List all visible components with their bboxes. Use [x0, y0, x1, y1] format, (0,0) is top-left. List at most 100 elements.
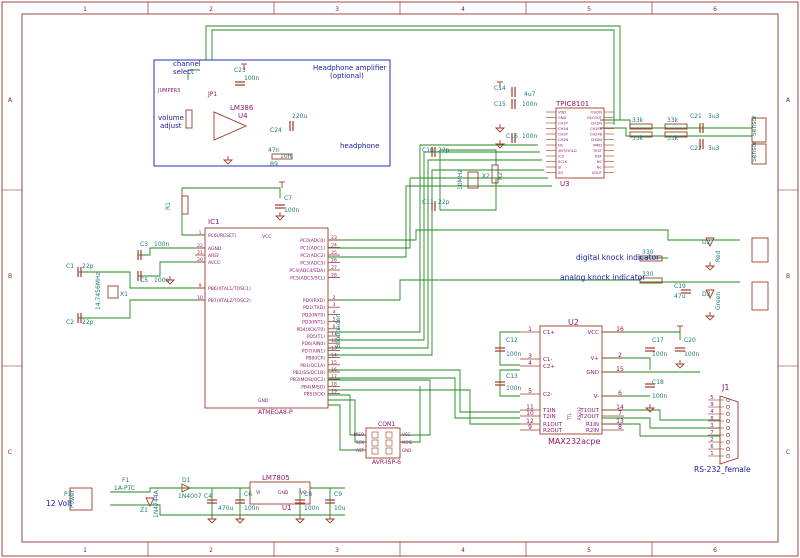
frame-col-top: 1	[83, 6, 87, 13]
max232-pin-name: C1-	[543, 357, 552, 363]
isp-pin-name: SCK	[356, 440, 364, 445]
db9-pin-num: 6	[710, 444, 713, 450]
db9-pin-num: 7	[710, 430, 713, 436]
atmega-pin-name: PD0(RXD)	[303, 298, 325, 304]
db9-pin-num: 4	[710, 409, 713, 415]
tpic-pin-name: NC	[597, 166, 603, 170]
atmega-pin-num: 17	[331, 374, 337, 380]
lm386-body	[213, 111, 248, 141]
frame-col-top: 4	[461, 6, 465, 13]
frame-col-bottom: 1	[83, 547, 87, 554]
frame-col-bottom: 4	[461, 547, 465, 554]
tpic-pin-name: TEST	[592, 149, 603, 153]
atmega-pin-name: PC1(ADC1)	[300, 246, 325, 252]
atmega-pin-name: PB1(OC1A)	[300, 363, 325, 369]
atmega-pin-num: 11	[331, 331, 337, 337]
frame-col-bottom: 3	[335, 547, 339, 554]
max232-pin-num: 1	[528, 326, 532, 333]
frame-col-bottom: 2	[209, 547, 213, 554]
max232-pin-name: C1+	[543, 330, 555, 336]
atmega-pin-name: PC5(ADC5/SCL)	[290, 276, 325, 282]
isp-pin-name: MOSI	[402, 440, 412, 445]
max232-pin-num: 12	[526, 418, 534, 425]
tpic-pin-name: /INT/HOLD	[558, 149, 577, 153]
atmega-pin-num: 1	[199, 230, 202, 236]
atmega-gnd: GND	[258, 398, 269, 404]
atmega-pin-num: 19	[331, 389, 337, 395]
atmega-pin-name: PD1(TXD)	[303, 305, 325, 311]
max232-pin-name: GND	[586, 370, 599, 376]
max232-pin-num: 4	[528, 360, 532, 367]
atmega-pin-name: PB4(MISO)	[301, 384, 325, 390]
lm7805-pin: VO	[300, 490, 307, 496]
frame-row-right: C	[786, 449, 790, 456]
atmega-pin-num: 3	[333, 302, 336, 308]
atmega-pin-num: 4	[333, 309, 336, 315]
tpic-pin-name: CH1N	[558, 127, 568, 131]
max232-pin-num: 6	[618, 390, 622, 397]
tpic-pin-name: SI	[558, 166, 561, 170]
tpic-pin-name: CH1P	[558, 122, 568, 126]
tpic-pin-name: OSCIN	[591, 111, 603, 115]
atmega-pin-name: PC4(ADC4/SDA)	[289, 268, 325, 274]
db9-pin-num: 2	[710, 437, 713, 443]
isp-pin-name: RST	[356, 448, 364, 453]
frame-row-left: C	[8, 449, 12, 456]
tpic-pin-name: VOUT	[592, 171, 603, 175]
max232-rs232-tag: RS232	[577, 407, 582, 420]
atmega-pin-name: PC6(/RESET)	[208, 233, 236, 239]
tpic-pin-name: CH1IN	[591, 122, 603, 126]
atmega-pin-name: AGND	[208, 246, 222, 252]
atmega-pin-name: PC2(ADC2)	[300, 253, 325, 259]
tpic-pin-name: REF	[595, 155, 602, 159]
max232-body	[539, 325, 603, 435]
tpic-pin-name: CH2FB	[590, 133, 603, 137]
tpic-pin-name: CH1FB	[590, 127, 603, 131]
atmega-pin-name: PB0(ICP)	[306, 356, 326, 362]
atmega-pin-name: PD4(XCK/T0)	[296, 327, 325, 333]
atmega-pin-num: 18	[331, 381, 337, 387]
db9-pin-num: 3	[710, 423, 713, 429]
frame-col-top: 3	[335, 6, 339, 13]
frame-row-left: B	[8, 273, 12, 280]
atmega-pin-num: 21	[197, 250, 203, 256]
atmega-pin-num: 13	[331, 345, 337, 351]
tpic-pin-name: VDD	[558, 111, 566, 115]
atmega-pin-num: 22	[197, 243, 203, 249]
atmega-pin-num: 15	[331, 360, 337, 366]
atmega-pin-name: PD2(INT0)	[302, 312, 325, 318]
components	[69, 107, 769, 511]
db9-pin-num: 1	[710, 451, 713, 457]
isp-pin-name: MISO	[354, 432, 364, 437]
max232-pin-num: 3	[528, 353, 532, 360]
db9-pin-num: 8	[710, 416, 713, 422]
tpic-pin-name: CH2P	[558, 133, 568, 137]
max232-pin-name: C2+	[543, 364, 555, 370]
db9-pin-num: 9	[710, 402, 713, 408]
tpic-pin-name: GND	[558, 116, 566, 120]
atmega-pin-name: PD6(AIN0)	[302, 341, 325, 347]
max232-pin-num: 13	[616, 418, 624, 425]
atmega-vcc: VCC	[262, 234, 271, 240]
max232-pin-name: V-	[594, 394, 599, 400]
tpic-pin-name: CH2IN	[591, 138, 603, 142]
atmega-pin-name: PB6(XTAL1/TOSC1)	[208, 286, 251, 292]
frame-col-top: 6	[713, 6, 717, 13]
frame-row-left: A	[8, 97, 13, 104]
tpic-pin-name: NC	[558, 144, 564, 148]
atmega-pin-num: 2	[333, 295, 336, 301]
power-symbols	[164, 63, 716, 524]
max232-pin-num: 11	[526, 404, 534, 411]
atmega-pin-num: 23	[331, 235, 337, 241]
atmega-pin-name: PD5(T1)	[307, 334, 325, 340]
atmega-pin-num: 16	[331, 367, 337, 373]
db9-pin-num: 5	[710, 395, 713, 401]
max232-pin-name: T2IN	[542, 414, 556, 420]
atmega-body	[204, 227, 329, 409]
max232-pin-num: 2	[618, 352, 622, 359]
isp-body	[365, 427, 401, 459]
wires	[78, 25, 752, 516]
